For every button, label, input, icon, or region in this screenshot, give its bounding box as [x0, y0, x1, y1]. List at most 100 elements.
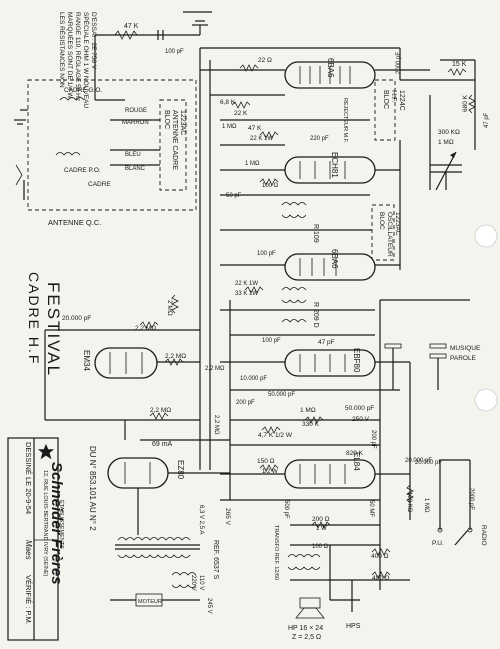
- variable-capacitor: [430, 151, 462, 191]
- tube-label-ech81: ECH81: [330, 152, 339, 178]
- coils: [281, 202, 321, 570]
- binder-hole-top: [474, 224, 498, 248]
- note-line-2: MARQUÉES SONT DE 1/4 W: [66, 12, 75, 99]
- company-name: Schneider Frères: [48, 462, 65, 585]
- label-1m-b: 1 MΩ: [245, 161, 260, 167]
- label-22k-1w: 22 K 1W: [250, 136, 273, 142]
- label-4-7k: 4,7 K 1/2 W: [258, 432, 293, 439]
- label-50000pf-a: 50.000 pF: [268, 392, 295, 398]
- label-22ohm: 22 Ω: [258, 57, 272, 64]
- label-100pf-mid: 100 pF: [257, 251, 276, 257]
- note-line-1: LES RÉSISTANCES NON: [58, 12, 67, 88]
- cadre-po-coil: [55, 152, 81, 156]
- label-100ohm-a: 100 Ω: [262, 183, 279, 189]
- tube-label-ez80: EZ80: [176, 460, 185, 480]
- label-r109: R 109: [312, 224, 319, 243]
- pu-radio-switch: [437, 527, 473, 546]
- schneider-logo-icon: [37, 443, 55, 460]
- antenna-section: [14, 79, 197, 211]
- title-block-frame: [7, 437, 59, 641]
- antenna-dashed-box: [27, 79, 197, 211]
- label-200pf: 200 pF: [236, 400, 255, 406]
- label-ref-6537: REF. 6537 S: [212, 540, 219, 580]
- label-330k: 330 K: [302, 421, 320, 428]
- wire-marron: MARRON: [122, 120, 149, 126]
- label-rejecteur: REJECTEUR M.F.: [342, 98, 348, 143]
- motor-section: [110, 572, 200, 607]
- label-1m-c: 1 MΩ: [300, 407, 316, 414]
- label-20000pf-c: 20.000 pF: [405, 458, 432, 464]
- label-47k-top: 47 K: [124, 23, 139, 30]
- label-100pf-ebf: 100 pF: [262, 338, 281, 344]
- bloc-osc-box: [371, 204, 395, 261]
- label-220pf: 220 pF: [310, 136, 329, 142]
- label-15k: 15 K: [452, 61, 467, 68]
- label-680k: 680 K: [462, 94, 469, 112]
- title-block: [7, 437, 59, 641]
- label-1m-top: 1 MΩ: [438, 139, 454, 146]
- drawn-date: DESSINÉ LE 20-9-54: [24, 442, 33, 514]
- verified-by: VÉRIFIÉ : P.M.: [24, 575, 33, 625]
- label-moteur: MOTEUR: [138, 599, 162, 605]
- tube-ez80: [107, 457, 169, 489]
- label-antenne-qc: ANTENNE Q.C.: [48, 218, 101, 227]
- bloc-antenne-cadre-box: [159, 99, 187, 191]
- wire-rouge: ROUGE: [125, 108, 147, 114]
- label-hp-z: Z = 2,5 Ω: [292, 634, 321, 641]
- resistors: [139, 64, 476, 579]
- label-1-2w: 1/2 W: [262, 469, 278, 475]
- label-2000pf-top: 2000 pF: [396, 52, 402, 74]
- label-2-2m-e: 2,2 MΩ: [213, 415, 219, 435]
- tube-em34: [94, 347, 158, 379]
- cadre-go-coil: [59, 97, 85, 101]
- bloc-ant-line-2: ANTENNE CADRE: [171, 110, 178, 170]
- top-wiring: [94, 11, 476, 470]
- label-2-2m-d: 2,2 MΩ: [205, 366, 225, 372]
- bloc-hf-line-2: H.F.: [390, 90, 397, 103]
- note-line-4: SPÉCIALE OHM 1 W NOUVEAU: [82, 12, 91, 108]
- tube-6ba6-2: [284, 253, 376, 281]
- label-820k: 820 K: [346, 450, 364, 457]
- label-245v: 245 V: [206, 598, 212, 614]
- label-22k: 22 K: [234, 110, 248, 117]
- label-1m-a: 1 MΩ: [222, 124, 237, 130]
- model-subtitle: CADRE H.F: [26, 272, 42, 365]
- label-10000pf: 10.000 pF: [240, 376, 267, 382]
- wire-bleu: BLEU: [125, 152, 141, 158]
- label-hps: HPS: [346, 623, 361, 630]
- bloc-osc-line-2: OSCILLATEUR: [386, 212, 393, 257]
- tube-ech81: [284, 156, 376, 184]
- label-20000pf-a: 20.000 pF: [62, 315, 91, 322]
- label-500pf: 500 pF: [283, 500, 289, 519]
- label-50000pf-b: 50.000 pF: [345, 405, 374, 412]
- label-parole: PAROLE: [450, 355, 477, 362]
- label-1m-d: 1 MΩ: [423, 498, 429, 513]
- bloc-ant-line-3: 1223AC: [179, 110, 186, 135]
- label-47pf-right: 47 pF: [484, 112, 490, 128]
- bloc-hf-line-3: 1224C: [398, 90, 405, 111]
- label-hp: HP 16 × 24: [288, 625, 323, 632]
- bloc-hf-box: [374, 79, 396, 141]
- label-cadre-po: CADRE P.O.: [64, 167, 101, 174]
- tube-6ba6-1: [284, 61, 376, 89]
- drawn-signature: Maes: [24, 540, 33, 560]
- label-50pf: 50 pF: [226, 193, 242, 199]
- company-address: 12, RUE LOUIS BERTRAND IVRY (SEINE): [42, 470, 48, 577]
- label-2-2m-a: 2,2 MΩ: [135, 325, 156, 332]
- label-220v: 220 V: [190, 575, 196, 591]
- label-radio: RADIO: [480, 525, 487, 546]
- bloc-ant-line-1: BLOC: [163, 110, 170, 129]
- label-2000pf-b: 2000 pF: [468, 488, 474, 510]
- model-name: FESTIVAL: [44, 282, 63, 377]
- label-400ohm-b: 400 Ω: [372, 575, 390, 582]
- resistance-notes: LES RÉSISTANCES NON MARQUÉES SONT DE 1/4…: [58, 12, 97, 108]
- label-22k-1w-b: 22 K 1W: [235, 281, 258, 287]
- label-1w: 1 W: [316, 526, 327, 532]
- tube-label-ebf80: EBF80: [352, 348, 361, 373]
- label-2-2m-b: 2,2 MΩ: [165, 353, 186, 360]
- label-47pf: 47 pF: [318, 339, 335, 346]
- bloc-osc-label: BLOC OSCILLATEUR 1223AC: [378, 212, 401, 257]
- label-100pf-top: 100 pF: [165, 49, 184, 55]
- label-200ohm: 200 Ω: [312, 516, 330, 523]
- bloc-osc-line-1: BLOC: [378, 212, 385, 230]
